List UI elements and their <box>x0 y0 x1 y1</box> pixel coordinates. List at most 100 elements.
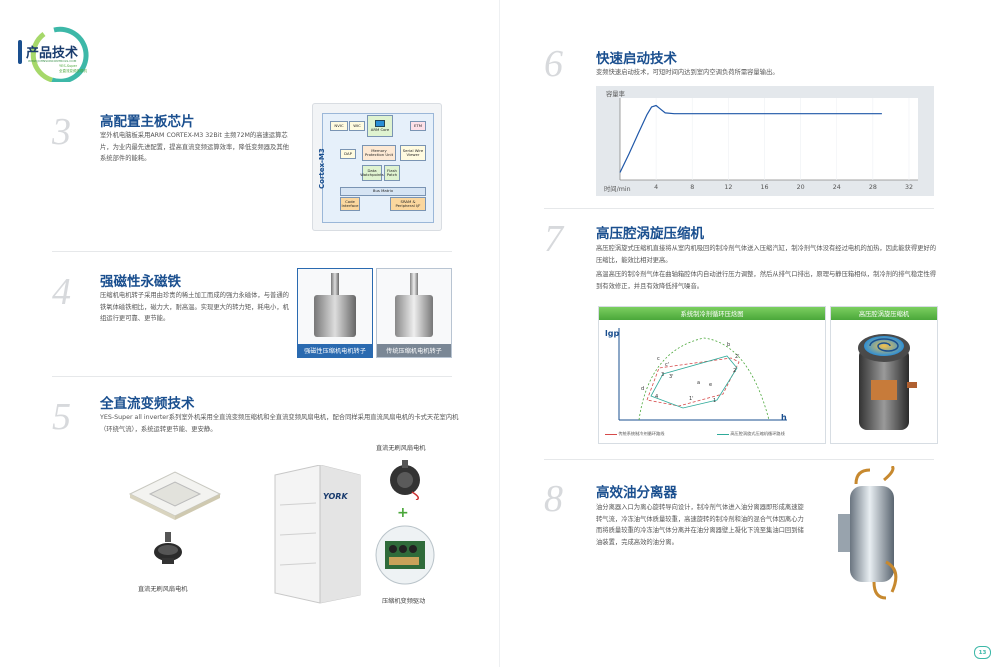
cortex-m3-chip-diagram: Cortex-M3 NVIC WIC ARM Core ETM DAP Memo… <box>312 103 442 231</box>
ph-point-label: 3 <box>661 372 664 378</box>
chip-block-arm-core-label: ARM Core <box>370 126 390 132</box>
chip-block-code-interface: Code Interface <box>340 197 360 211</box>
chip-block-etm: ETM <box>410 121 426 131</box>
cassette-indoor-unit-icon <box>128 471 222 520</box>
header-url: WWW.JOHNSONCONTROLS.COM <box>28 59 77 63</box>
monitor-icon <box>375 119 385 127</box>
ph-legend-1-swatch <box>605 433 617 435</box>
header-brand-line2: 全直流变频多联机 <box>59 69 87 73</box>
compressor-drive-board-icon <box>375 525 435 585</box>
header-logo: 产品技术 WWW.JOHNSONCONTROLS.COM YES-Super 全… <box>12 22 122 82</box>
x-tick-label: 28 <box>869 184 877 191</box>
traditional-cycle-path <box>646 357 740 407</box>
section-7-number: 7 <box>544 218 563 260</box>
ph-point-label: 1' <box>689 396 694 402</box>
ph-legend-2-label: 高压腔涡旋式压缩机循环路线 <box>730 431 785 436</box>
section-7-title: 高压腔涡旋压缩机 <box>596 226 704 242</box>
saturation-dome <box>638 337 770 421</box>
ph-point-label: 2 <box>733 368 736 374</box>
chip-block-bus-matrix: Bus Matrix <box>340 187 426 196</box>
x-tick-label: 32 <box>905 184 913 191</box>
divider-7-8 <box>544 459 934 460</box>
rotor-card-strong: 强磁性压缩机电机转子 <box>297 268 373 358</box>
indoor-dc-fan-motor-icon <box>154 532 182 564</box>
x-tick-label: 20 <box>797 184 805 191</box>
ph-legend-1-label: 传统系统制冷剂循环路线 <box>618 431 665 436</box>
outdoor-motor-caption: 直流无刷风扇电机 <box>376 445 426 452</box>
ph-point-label: 2' <box>735 354 740 360</box>
indoor-motor-caption: 直流无刷风扇电机 <box>138 586 188 593</box>
startup-chart-ylabel: 容量率 <box>606 91 625 98</box>
ph-point-label: c' <box>665 362 669 368</box>
x-tick-label: 12 <box>724 184 732 191</box>
ph-ylabel: lgp <box>605 329 620 338</box>
ph-point-label: c <box>657 356 660 362</box>
chip-block-swv: Serial Wire Viewer <box>400 145 426 161</box>
ph-point-label: b <box>727 342 730 348</box>
startup-chart-svg: 4 8 12 16 20 24 28 32 <box>619 98 918 191</box>
scroll-compressor-icon <box>858 334 917 430</box>
chip-block-wic: WIC <box>349 121 365 131</box>
capacity-series-line <box>619 104 882 173</box>
section-6-title: 快速启动技术 <box>596 51 677 67</box>
plot-area <box>620 98 918 180</box>
x-tick-label: 24 <box>833 184 841 191</box>
ph-diagram-svg: b 2' c c' 2 3 3' a e 1' d 4 1 <box>618 328 787 421</box>
section-3-title: 高配置主板芯片 <box>100 114 195 130</box>
chip-block-arm-core: ARM Core <box>367 115 393 137</box>
x-tick-label: 16 <box>760 184 768 191</box>
chip-block-data-watchpoints: Data Watchpoints <box>360 165 384 181</box>
scroll-compressor-panel: 高压腔涡旋压缩机 <box>830 306 938 444</box>
section-5-title: 全直流变频技术 <box>100 396 195 412</box>
section-5-number: 5 <box>52 396 71 438</box>
section-8-title: 高效油分离器 <box>596 485 677 501</box>
ph-point-label: a <box>697 380 700 386</box>
section-6-number: 6 <box>544 43 563 85</box>
chip-vertical-label: Cortex-M3 <box>318 148 326 189</box>
divider-6-7 <box>544 208 934 209</box>
scroll-cycle-path <box>650 355 738 409</box>
plus-sign: + <box>397 505 409 521</box>
header-brand-line1: YES-Super <box>59 64 78 68</box>
page-number-badge: 13 <box>974 646 991 659</box>
x-tick-label: 4 <box>654 184 658 191</box>
strong-rotor-icon <box>314 273 356 337</box>
york-brand: YORK <box>323 492 348 501</box>
rotor-label-strong: 强磁性压缩机电机转子 <box>298 344 372 357</box>
outdoor-dc-fan-motor-icon <box>390 460 420 500</box>
ph-point-label: d <box>641 386 644 392</box>
section-3-number: 3 <box>52 111 71 153</box>
startup-chart-xlabel: 时间/min <box>604 186 631 193</box>
ph-point-label: 4 <box>655 394 658 400</box>
section-7-body-2: 高温高压的制冷剂气体在曲轴箱腔体内自动进行压力调整，然后从排气口排出，原理与静压… <box>596 271 937 290</box>
oil-separator-icon <box>838 466 898 600</box>
ph-legend-1: 传统系统制冷剂循环路线 <box>605 431 664 437</box>
chip-block-mpu: Memory Protection Unit <box>362 145 396 161</box>
x-tick-label: 8 <box>690 184 694 191</box>
chip-block-dap: DAP <box>340 149 356 159</box>
compressor-drive-caption: 压缩机变频驱动 <box>382 598 426 605</box>
header-title: 产品技术 <box>26 46 79 61</box>
chip-block-sram-interface: SRAM & Peripheral I/F <box>390 197 426 211</box>
section-4-number: 4 <box>52 271 71 313</box>
ph-point-label: e <box>709 382 712 388</box>
page-fold <box>499 0 500 667</box>
rotor-label-normal: 传统压缩机电机转子 <box>377 344 451 357</box>
page-number: 13 <box>978 649 987 656</box>
ph-legend-2: 高压腔涡旋式压缩机循环路线 <box>717 431 785 437</box>
section-4-body: 压缩机电机转子采用由珍贵的稀土加工而成的强力永磁体，与普通的铁氧体磁铁相比，磁力… <box>100 292 289 322</box>
chip-block-flash-patch: Flash Patch <box>384 165 400 181</box>
section-4-title: 强磁性永磁铁 <box>100 274 181 290</box>
normal-rotor-icon <box>395 273 433 337</box>
ph-legend-2-swatch <box>717 433 729 435</box>
ph-point-label: 3' <box>669 374 674 380</box>
section-7-body-1: 高压腔涡旋式压缩机直接将从室内机吸回的制冷剂气体送入压缩汽缸，制冷剂气体没有经过… <box>596 245 937 264</box>
section-5-body: YES-Super all inverter系列室外机采用全直流变频压缩机和全直… <box>100 414 459 433</box>
chip-block-nvic: NVIC <box>330 121 348 131</box>
section-6-body: 变频快速启动技术，可短时间内达到室内空调负荷所需容量输出。 <box>596 69 779 76</box>
startup-chart: 4 8 12 16 20 24 28 32 容量率 时间/min <box>596 86 934 196</box>
ph-point-label: 1 <box>713 398 716 404</box>
rotor-card-normal: 传统压缩机电机转子 <box>376 268 452 358</box>
ph-panel-header: 系统制冷剂循环压焓图 <box>599 307 825 320</box>
